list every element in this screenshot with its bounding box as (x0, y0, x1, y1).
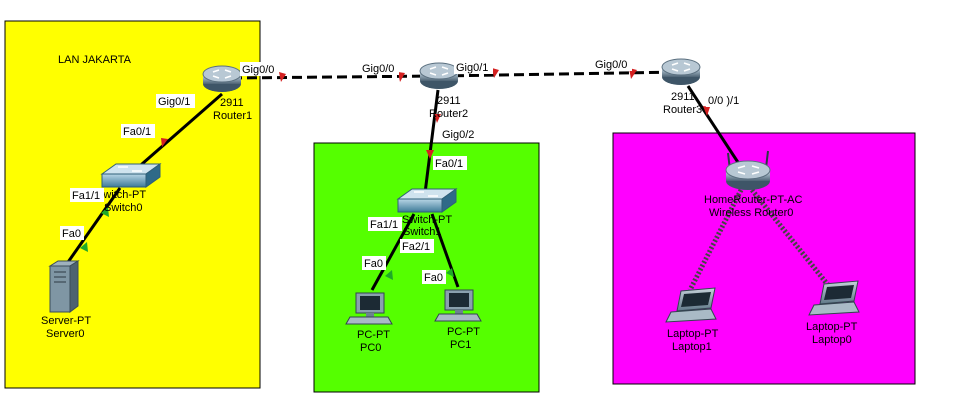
router2-name: Router2 (429, 108, 468, 120)
svg-text:Fa1/1: Fa1/1 (370, 219, 398, 231)
switch-icon (100, 163, 162, 188)
device-switch1[interactable]: Switch-PT Switch1 (396, 188, 458, 238)
server0-name: Server0 (46, 328, 85, 340)
port-label: Fa0 (60, 226, 84, 240)
link-r1-r2[interactable] (231, 74, 440, 80)
port-label: Fa1/1 (70, 188, 104, 202)
laptop-icon (665, 287, 717, 323)
wireless-link-laptop0 (750, 188, 830, 287)
zone-title-jakarta: LAN JAKARTA (58, 54, 132, 66)
status-down-icon (398, 72, 405, 82)
svg-text:Gig0/1: Gig0/1 (456, 62, 488, 74)
router2-model: 2911 (437, 95, 461, 107)
link-switch1-pc0[interactable] (370, 213, 416, 291)
laptop0-model: Laptop-PT (806, 321, 858, 333)
router-icon (661, 58, 701, 85)
pc-icon (434, 289, 482, 322)
port-label: Gig0/0 (240, 62, 279, 76)
device-laptop1[interactable]: Laptop-PT Laptop1 (665, 287, 719, 353)
svg-text:Gig0/0: Gig0/0 (242, 64, 274, 76)
laptop-icon (808, 280, 860, 316)
port-label: Gig0/0 (360, 61, 399, 75)
port-label: Fa0 (422, 270, 446, 284)
router3-name: Router3 (663, 104, 702, 116)
link-r2-r3[interactable] (438, 70, 682, 78)
link-r3-wrouter0[interactable] (686, 85, 745, 171)
port-labels: Gig0/0 Gig0/0 Gig0/1 Gig0/0 Gig0/1 Fa0/1… (60, 57, 746, 284)
device-router3[interactable]: 2911 Router3 (661, 58, 702, 116)
status-up-icon (385, 270, 393, 280)
laptop1-name: Laptop1 (672, 341, 712, 353)
status-down-icon (279, 72, 286, 82)
wrouter0-name: Wireless Router0 (709, 207, 793, 219)
wrouter0-model: HomeRouter-PT-AC (704, 194, 802, 206)
link-switch1-pc1[interactable] (430, 213, 460, 288)
laptop0-name: Laptop0 (812, 334, 852, 346)
switch1-model: Switch-PT (402, 214, 452, 226)
port-label: Gig0/1 (156, 94, 195, 108)
device-pc1[interactable]: PC-PT PC1 (434, 289, 482, 351)
svg-text:Gig0/0: Gig0/0 (595, 59, 627, 71)
svg-text:Fa2/1: Fa2/1 (402, 241, 430, 253)
switch0-name: Switch0 (104, 202, 143, 214)
port-label: Gig0/2 (440, 127, 479, 141)
device-router1[interactable]: 2911 Router1 (202, 65, 252, 122)
device-laptop0[interactable]: Laptop-PT Laptop0 (806, 280, 860, 346)
status-up-icon (80, 242, 88, 252)
device-router2[interactable]: 2911 Router2 (419, 62, 468, 120)
device-pc0[interactable]: PC-PT PC0 (345, 292, 393, 354)
device-switch0[interactable]: Switch-PT Switch0 (96, 163, 162, 214)
device-wireless-router0[interactable]: HomeRouter-PT-AC Wireless Router0 (704, 150, 802, 219)
svg-text:Fa0/1: Fa0/1 (435, 158, 463, 170)
port-label: Gig0/0 (593, 57, 632, 71)
wireless-router-icon (725, 150, 771, 190)
switch0-model: Switch-PT (96, 189, 146, 201)
link-switch0-server0[interactable] (64, 187, 122, 266)
router3-model: 2911 (671, 91, 695, 103)
status-up-icon (101, 207, 109, 217)
svg-text:Fa1/1: Fa1/1 (72, 190, 100, 202)
server0-model: Server-PT (41, 315, 91, 327)
svg-text:Fa0: Fa0 (424, 272, 443, 284)
status-down-icon (492, 68, 499, 78)
device-server0[interactable]: Server-PT Server0 (41, 260, 91, 340)
svg-text:Gig0/0: Gig0/0 (362, 63, 394, 75)
pc1-name: PC1 (450, 339, 471, 351)
port-label: Fa1/1 (368, 217, 402, 231)
svg-text:Fa0/1: Fa0/1 (123, 126, 151, 138)
link-r2-switch1[interactable] (423, 89, 440, 194)
status-down-icon (434, 114, 441, 123)
status-down-icon (426, 150, 434, 159)
svg-text:Gig0/2: Gig0/2 (442, 129, 474, 141)
router1-name: Router1 (213, 110, 252, 122)
svg-text:Fa0: Fa0 (364, 258, 383, 270)
router1-model: 2911 (220, 97, 244, 109)
status-down-icon (161, 138, 168, 147)
wireless-link-laptop1 (687, 188, 744, 292)
port-label: Gig0/1 (454, 60, 493, 74)
pc-icon (345, 292, 393, 325)
svg-text:0/0 )/1: 0/0 )/1 (708, 95, 739, 107)
port-label: 0/0 )/1 (706, 93, 746, 107)
port-label: Fa0 (362, 256, 386, 270)
status-up-icon (446, 268, 454, 277)
port-label: Fa2/1 (400, 239, 434, 253)
port-label: Fa0/1 (121, 124, 155, 138)
status-down-icon (703, 106, 710, 116)
pc0-model: PC-PT (357, 329, 390, 341)
svg-text:Gig0/1: Gig0/1 (158, 96, 190, 108)
svg-text:Fa0: Fa0 (62, 228, 81, 240)
links (64, 70, 830, 292)
switch-icon (396, 188, 458, 213)
pc0-name: PC0 (360, 342, 381, 354)
switch1-name: Switch1 (403, 226, 442, 238)
pc1-model: PC-PT (447, 326, 480, 338)
router-icon (202, 65, 242, 92)
laptop1-model: Laptop-PT (667, 328, 719, 340)
port-label: Fa0/1 (433, 156, 467, 170)
server-icon (48, 260, 80, 313)
router-icon (419, 62, 459, 89)
